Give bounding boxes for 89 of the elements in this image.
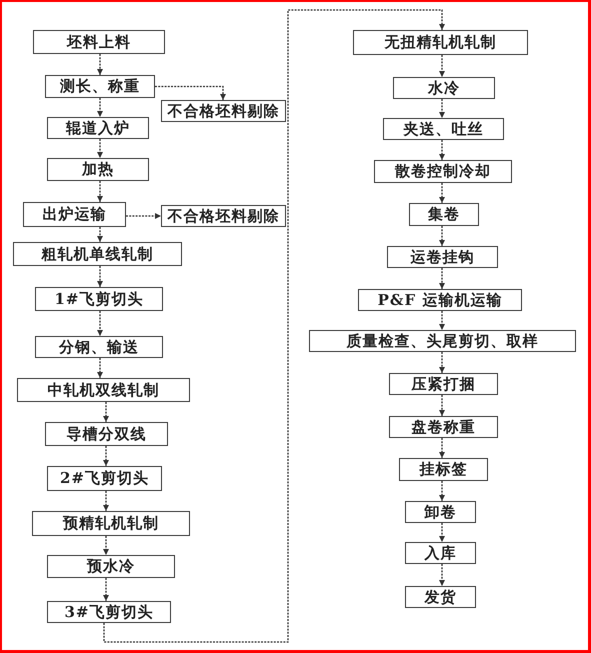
step-text: 中轧机双线轧制 [48,382,160,398]
process-box [399,458,488,481]
step-text: 分钢、输送 [59,340,139,354]
step-text: 集卷 [428,207,460,222]
arrow [97,311,103,336]
process-box [47,158,149,181]
process-box [35,287,163,311]
arrow [103,536,109,555]
arrow [439,140,445,160]
step-text: 1#飞剪切头 [54,292,144,306]
arrow [439,352,445,373]
step-text: 加热 [82,162,114,177]
process-box [409,203,479,226]
step-text: 粗轧机单线轧制 [42,246,154,262]
arrow [439,226,445,246]
process-box [33,30,165,54]
arrow [439,523,445,542]
process-box [35,336,163,358]
process-box [389,416,498,438]
step-text: 预精轧机轧制 [63,516,159,531]
arrow [126,213,161,219]
step-text: 不合格坯料剔除 [168,208,280,224]
step-text: 坯料上料 [67,34,131,50]
arrow [97,139,103,158]
process-box [161,205,286,227]
process-box [45,422,168,446]
process-box [353,30,528,55]
process-box [374,160,512,183]
step-text: 运卷挂钩 [410,250,474,264]
process-box [47,466,162,491]
process-box [383,118,504,140]
arrow [439,438,445,458]
step-text: 散卷控制冷却 [395,164,491,179]
process-box [393,77,495,99]
arrow [155,86,226,100]
arrow [97,54,103,75]
process-box [13,242,182,266]
arrow [439,55,445,77]
arrow [103,578,109,601]
process-box [47,555,175,578]
arrow [439,268,445,289]
step-text: 盘卷称重 [412,420,476,434]
arrow [97,181,103,202]
arrow [103,446,109,466]
step-text: 辊道入炉 [66,120,130,136]
process-box [405,586,476,608]
step-text: P&F 运输机运输 [378,292,502,308]
arrow [439,311,445,330]
arrow [439,564,445,586]
step-text: 发货 [424,590,456,604]
step-text: 水冷 [428,80,460,96]
step-text: 质量检查、头尾剪切、取样 [346,334,538,348]
arrow [97,266,103,287]
step-text: 预水冷 [87,559,135,574]
step-text: 夹送、吐丝 [404,122,484,136]
process-box [309,330,576,352]
arrow [97,98,103,117]
step-text: 出炉运输 [42,207,106,222]
step-text: 2#飞剪切头 [60,471,149,486]
process-box [17,378,190,402]
arrow [103,9,445,643]
step-text: 无扭精轧机轧制 [384,35,496,50]
arrow [439,99,445,118]
process-box [358,289,522,311]
step-text: 3#飞剪切头 [64,604,154,620]
step-text: 压紧打捆 [412,376,476,392]
process-box [45,75,155,98]
process-box [405,542,476,564]
arrow [97,358,103,378]
arrow [103,491,109,511]
process-box [47,601,171,623]
arrow [439,481,445,501]
step-text: 不合格坯料剔除 [168,104,280,118]
process-box [47,117,149,139]
arrow [103,402,109,422]
step-text: 卸卷 [424,504,456,520]
arrow [439,395,445,416]
process-box [32,511,190,536]
step-text: 导槽分双线 [66,426,146,442]
arrow [439,183,445,203]
process-box [405,501,476,523]
process-box [387,246,498,268]
arrow [97,227,103,242]
step-text: 测长、称重 [60,79,140,94]
step-text: 入库 [424,546,456,560]
step-text: 挂标签 [420,462,468,477]
process-box [161,100,286,122]
process-box [23,202,126,227]
process-box [389,373,498,395]
